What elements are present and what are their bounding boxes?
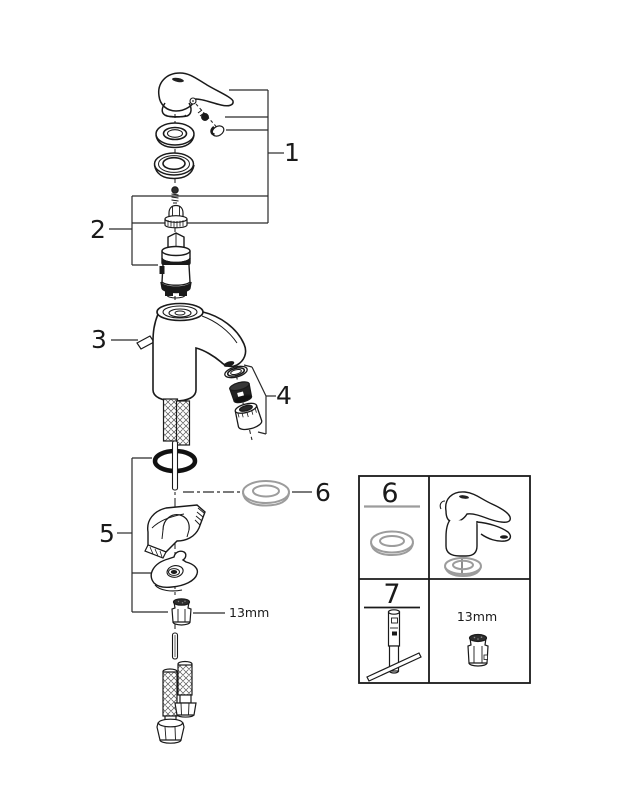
callout-4-label: 4 — [276, 381, 292, 410]
callout-1-bracket — [225, 89, 284, 223]
wrench-size-label: 13mm — [229, 605, 269, 620]
inset-wrench-size-label: 13mm — [457, 609, 497, 624]
handle-screw-drawing — [197, 109, 209, 121]
cartridge-drawing — [159, 232, 192, 299]
inset-part7-label: 7 — [383, 579, 400, 610]
escutcheon-ring-drawing — [155, 122, 195, 149]
supply-hose-left-drawing — [156, 668, 185, 744]
mounting-wedge-drawing — [144, 504, 206, 559]
inset-part6-label: 6 — [381, 478, 398, 509]
inset-faucet-drawing — [439, 491, 512, 576]
mounting-nut-drawing — [171, 598, 192, 626]
callout-5-bracket — [117, 457, 168, 613]
inset-socket-wrench-drawing — [366, 609, 422, 682]
threaded-stud-drawing — [171, 632, 179, 660]
callout-2-label: 2 — [90, 215, 106, 244]
mounting-ring-drawing — [153, 152, 195, 180]
cartridge-cap-drawing — [164, 204, 188, 229]
faucet-body-drawing — [136, 302, 247, 402]
braided-hose-upper-drawing — [162, 398, 191, 446]
callout-6-label: 6 — [315, 478, 331, 507]
inset-faucet-ring-drawing — [444, 557, 482, 578]
aerator-insert-drawing — [229, 381, 253, 404]
supply-hose-right-drawing — [174, 660, 197, 718]
cartridge-screw-drawing — [171, 186, 179, 204]
aerator-housing-drawing — [234, 402, 263, 431]
callout-4-bracket — [243, 364, 276, 435]
callout-2-bracket — [109, 195, 268, 266]
callout-3-label: 3 — [91, 325, 107, 354]
horseshoe-washer-drawing — [150, 550, 199, 592]
handle-cap-drawing — [210, 125, 225, 137]
callout-1-label: 1 — [284, 138, 300, 167]
threaded-rod-drawing — [171, 440, 179, 491]
aerator-gasket-drawing — [224, 365, 248, 379]
inset-socket-13mm-drawing — [467, 633, 489, 667]
handle-lever-drawing — [158, 72, 234, 118]
inset-gasket-ring-drawing — [370, 530, 414, 557]
callout-5-label: 5 — [99, 519, 115, 548]
base-gasket-ring-drawing — [242, 480, 290, 507]
